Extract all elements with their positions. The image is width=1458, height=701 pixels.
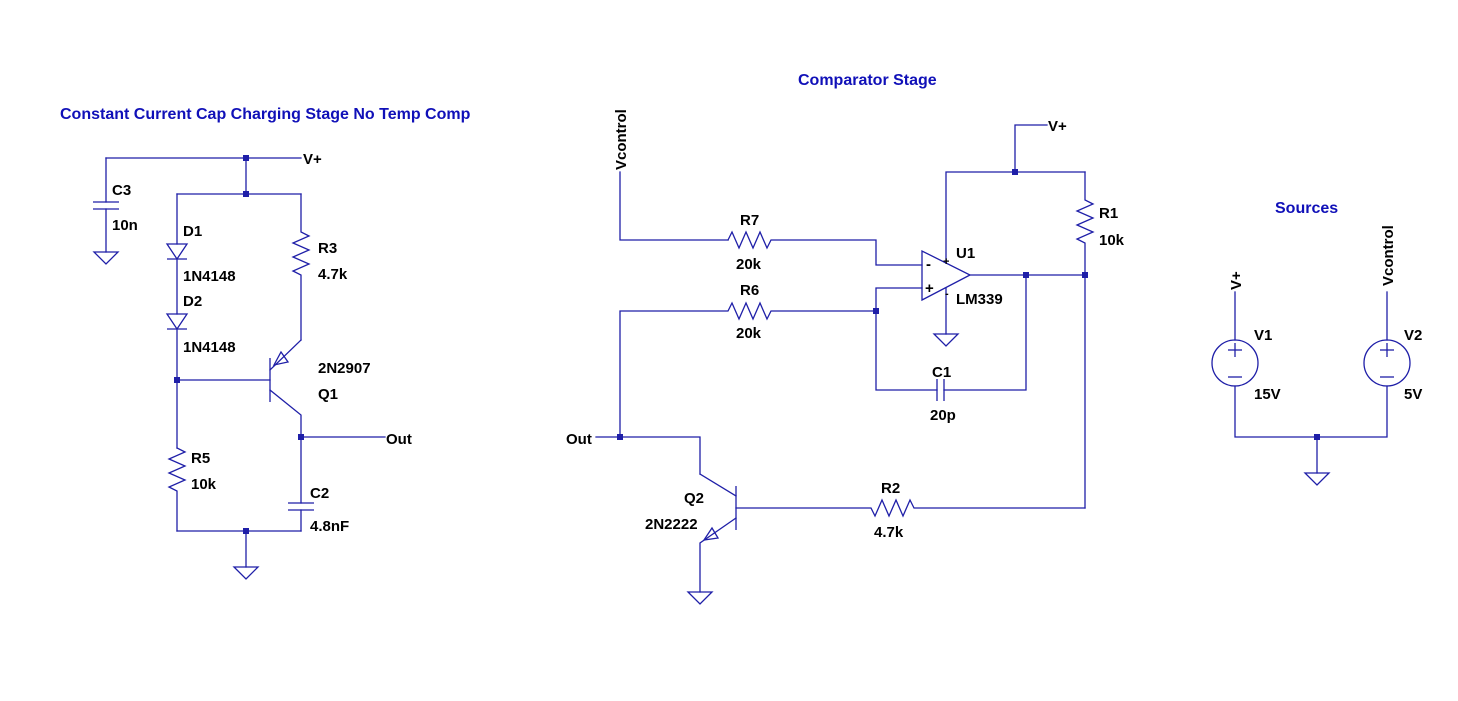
r1-value: 10k bbox=[1099, 232, 1125, 249]
r2-ref: R2 bbox=[881, 480, 900, 497]
comparator-stage-title: Comparator Stage bbox=[798, 72, 937, 89]
r1-ref: R1 bbox=[1099, 205, 1118, 222]
r7-ref: R7 bbox=[740, 212, 759, 229]
resistor-r6[interactable] bbox=[619, 301, 877, 438]
junction bbox=[243, 191, 249, 197]
q1-value: 2N2907 bbox=[318, 360, 371, 377]
vplus-label-source: V+ bbox=[1228, 271, 1245, 290]
capacitor-c3[interactable] bbox=[92, 157, 120, 265]
c1-ref: C1 bbox=[932, 364, 951, 381]
vplus-label-comparator: V+ bbox=[1048, 118, 1067, 135]
c2-value: 4.8nF bbox=[310, 518, 349, 535]
out-label-comparator: Out bbox=[566, 431, 592, 448]
r5-ref: R5 bbox=[191, 450, 210, 467]
resistor-r7[interactable] bbox=[727, 230, 923, 266]
r7-value: 20k bbox=[736, 256, 762, 273]
vcontrol-label-comparator: Vcontrol bbox=[613, 109, 630, 170]
vcontrol-label-source: Vcontrol bbox=[1380, 225, 1397, 286]
voltage-source-v1[interactable] bbox=[1211, 339, 1259, 387]
sources-title: Sources bbox=[1275, 200, 1338, 217]
comparator-stage: Vcontrol R7 20k R6 20k C1 20p bbox=[566, 109, 1125, 605]
transistor-q2[interactable] bbox=[699, 473, 737, 593]
u1-value: LM339 bbox=[956, 291, 1003, 308]
capacitor-c1[interactable] bbox=[936, 379, 945, 401]
q1-ref: Q1 bbox=[318, 386, 338, 403]
junction bbox=[174, 377, 180, 383]
transistor-q1[interactable] bbox=[269, 339, 302, 438]
d2-ref: D2 bbox=[183, 293, 202, 310]
v1-value: 15V bbox=[1254, 386, 1281, 403]
c1-value: 20p bbox=[930, 407, 956, 424]
u1-plus-pin: + bbox=[925, 280, 934, 297]
charging-stage-title: Constant Current Cap Charging Stage No T… bbox=[60, 106, 471, 123]
u1-minus-pin: - bbox=[926, 256, 931, 273]
r3-value: 4.7k bbox=[318, 266, 348, 283]
ground-symbol bbox=[686, 591, 714, 605]
diode-d2[interactable] bbox=[165, 313, 189, 449]
v2-ref: V2 bbox=[1404, 327, 1422, 344]
r2-value: 4.7k bbox=[874, 524, 904, 541]
r6-ref: R6 bbox=[740, 282, 759, 299]
diode-d1[interactable] bbox=[165, 193, 189, 315]
resistor-r3[interactable] bbox=[291, 193, 311, 341]
ground-symbol bbox=[932, 333, 960, 347]
d2-value: 1N4148 bbox=[183, 339, 236, 356]
v2-value: 5V bbox=[1404, 386, 1422, 403]
ground-symbol bbox=[232, 566, 260, 580]
r3-ref: R3 bbox=[318, 240, 337, 257]
resistor-r1[interactable] bbox=[1075, 171, 1095, 509]
v1-ref: V1 bbox=[1254, 327, 1272, 344]
resistor-r5[interactable] bbox=[167, 447, 187, 532]
ground-symbol bbox=[1303, 472, 1331, 486]
capacitor-c2[interactable] bbox=[288, 436, 314, 532]
resistor-r2[interactable] bbox=[735, 498, 1086, 518]
d1-ref: D1 bbox=[183, 223, 202, 240]
junction bbox=[243, 155, 249, 161]
out-label-charging: Out bbox=[386, 431, 412, 448]
c3-value: 10n bbox=[112, 217, 138, 234]
charging-stage: V+ C3 10n D1 1N4148 D2 1N4148 bbox=[92, 151, 412, 580]
q2-value: 2N2222 bbox=[645, 516, 698, 533]
vplus-label-charging: V+ bbox=[303, 151, 322, 168]
junction bbox=[617, 434, 623, 440]
sources-section: V+ V1 15V Vcontrol V2 5V bbox=[1211, 225, 1422, 486]
comparator-u1[interactable] bbox=[921, 171, 1086, 347]
c3-ref: C3 bbox=[112, 182, 131, 199]
c2-ref: C2 bbox=[310, 485, 329, 502]
u1-gnd-pin: - bbox=[945, 288, 949, 300]
ground-symbol bbox=[92, 251, 120, 265]
q2-ref: Q2 bbox=[684, 490, 704, 507]
r5-value: 10k bbox=[191, 476, 217, 493]
r6-value: 20k bbox=[736, 325, 762, 342]
junction bbox=[1012, 169, 1018, 175]
voltage-source-v2[interactable] bbox=[1363, 339, 1411, 387]
u1-ref: U1 bbox=[956, 245, 975, 262]
d1-value: 1N4148 bbox=[183, 268, 236, 285]
junction bbox=[1023, 272, 1029, 278]
u1-vcc-pin: + bbox=[943, 256, 949, 268]
